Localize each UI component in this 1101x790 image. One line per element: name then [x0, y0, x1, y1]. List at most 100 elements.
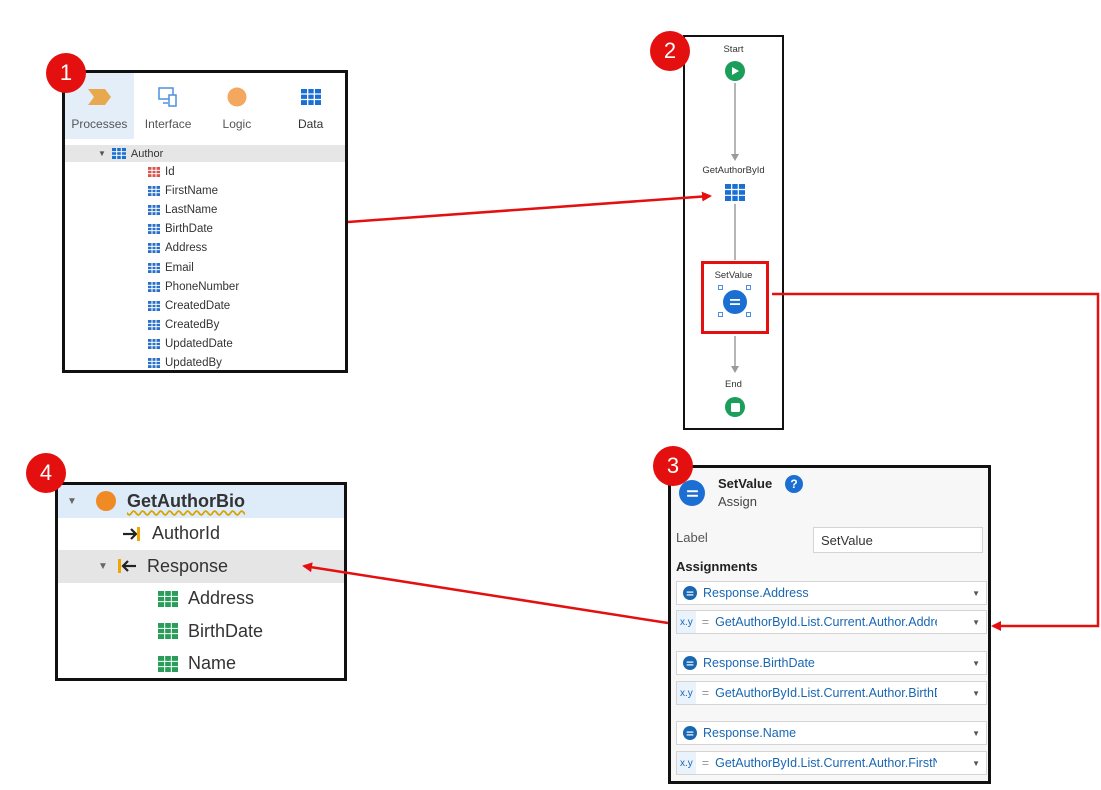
attribute-icon	[148, 281, 160, 292]
chevron-down-icon[interactable]: ▼	[972, 618, 980, 627]
attribute-item[interactable]: Address	[65, 239, 345, 258]
reference-attribute-icon	[148, 320, 160, 331]
flow-connector	[734, 336, 736, 366]
flow-connector	[734, 204, 736, 260]
data-tree-panel: Processes Interface Logic Data ▼ Author …	[62, 70, 348, 373]
assignment-variable-dropdown[interactable]: Response.Name ▼	[676, 721, 987, 745]
attribute-label: LastName	[165, 203, 218, 216]
tree-node-author[interactable]: ▼ Author	[65, 145, 345, 162]
assignment-variable: Response.Address	[703, 586, 809, 600]
output-parameter-icon	[118, 559, 136, 574]
attribute-item[interactable]: CreatedDate	[65, 296, 345, 315]
output-parameter[interactable]: ▼ Response	[58, 550, 344, 583]
collapse-arrow-icon[interactable]: ▼	[67, 495, 77, 507]
input-parameter-label: AuthorId	[152, 523, 221, 544]
attribute-icon	[148, 300, 160, 311]
action-node-getauthorbio[interactable]: ▼ GetAuthorBio	[58, 485, 344, 518]
tab-data[interactable]: Data	[276, 73, 345, 139]
label-caption: Label	[676, 530, 708, 545]
selection-handle[interactable]	[718, 312, 723, 317]
output-parameter-label: Response	[147, 555, 229, 576]
equals-sign: =	[701, 615, 710, 629]
attribute-item[interactable]: Email	[65, 258, 345, 277]
variable-icon	[683, 726, 697, 740]
selection-handle[interactable]	[746, 285, 751, 290]
identifier-attribute-icon	[148, 166, 160, 177]
collapse-arrow-icon[interactable]: ▼	[98, 560, 108, 572]
input-parameter[interactable]: AuthorId	[58, 518, 344, 551]
properties-header: SetValue ? Assign	[671, 468, 988, 518]
structure-field[interactable]: Address	[58, 583, 344, 616]
attribute-icon	[148, 204, 160, 215]
structure-attribute-icon	[158, 590, 178, 607]
chevron-down-icon[interactable]: ▼	[972, 659, 980, 668]
field-label: BirthDate	[188, 620, 264, 641]
attribute-item[interactable]: Id	[65, 162, 345, 181]
chevron-down-icon[interactable]: ▼	[972, 759, 980, 768]
selection-handle[interactable]	[718, 285, 723, 290]
attribute-icon	[148, 262, 160, 273]
attribute-icon	[148, 243, 160, 254]
attribute-label: UpdatedBy	[165, 357, 222, 370]
end-node[interactable]	[725, 397, 745, 417]
structure-field[interactable]: BirthDate	[58, 615, 344, 648]
attribute-icon	[148, 185, 160, 196]
attribute-item[interactable]: BirthDate	[65, 220, 345, 239]
aggregate-node[interactable]	[725, 184, 745, 201]
assignment-variable: Response.Name	[703, 726, 797, 740]
assignment-value-dropdown[interactable]: x.y=GetAuthorById.List.Current.Author.Ad…	[676, 610, 987, 634]
expression-icon: x.y	[677, 752, 696, 774]
step-badge-2: 2	[650, 31, 690, 71]
expand-arrow-icon[interactable]: ▼	[98, 149, 106, 158]
tab-data-label: Data	[297, 117, 324, 131]
help-icon[interactable]: ?	[785, 475, 803, 493]
flow-arrow-icon	[731, 154, 739, 161]
entity-icon	[111, 148, 126, 159]
action-name: GetAuthorBio	[127, 490, 245, 511]
attribute-item[interactable]: CreatedBy	[65, 316, 345, 335]
assignment-variable-dropdown[interactable]: Response.BirthDate▼	[676, 651, 987, 675]
expression-icon: x.y	[677, 611, 696, 633]
attribute-label: CreatedBy	[165, 319, 220, 332]
attribute-label: FirstName	[165, 184, 219, 197]
attribute-item[interactable]: FirstName	[65, 181, 345, 200]
structure-field[interactable]: Name	[58, 648, 344, 679]
equals-sign: =	[701, 686, 710, 700]
assignment-value: GetAuthorById.List.Current.Author.BirthD…	[715, 686, 938, 700]
structure-attribute-icon	[158, 623, 178, 640]
assign-node[interactable]	[723, 290, 747, 314]
tab-logic-label: Logic	[222, 117, 252, 131]
step-badge-4: 4	[26, 453, 66, 493]
logic-icon	[227, 87, 247, 107]
chevron-down-icon[interactable]: ▼	[972, 729, 980, 738]
variable-icon	[683, 586, 697, 600]
attribute-label: CreatedDate	[165, 299, 231, 312]
input-parameter-icon	[123, 526, 140, 541]
start-node[interactable]	[725, 61, 745, 81]
assignments-title: Assignments	[676, 559, 758, 574]
assignment-value-dropdown[interactable]: x.y=GetAuthorById.List.Current.Author.Fi…	[676, 751, 987, 775]
field-label: Name	[188, 653, 237, 674]
server-action-panel: ▼ GetAuthorBio AuthorId ▼ Response Addre…	[55, 482, 347, 681]
flow-arrow-icon	[731, 366, 739, 373]
tab-logic[interactable]: Logic	[203, 73, 272, 139]
chevron-down-icon[interactable]: ▼	[972, 589, 980, 598]
server-action-icon	[96, 491, 116, 512]
attribute-item[interactable]: UpdatedDate	[65, 335, 345, 354]
tab-interface[interactable]: Interface	[134, 73, 203, 139]
selection-handle[interactable]	[746, 312, 751, 317]
label-input[interactable]: SetValue	[813, 527, 983, 553]
attribute-item[interactable]: PhoneNumber	[65, 277, 345, 296]
field-label: Address	[188, 588, 255, 609]
assignment-value-dropdown[interactable]: x.y=GetAuthorById.List.Current.Author.Bi…	[676, 681, 987, 705]
aggregate-label: GetAuthorById	[702, 165, 765, 176]
assignment-variable-dropdown[interactable]: Response.Address ▼	[676, 581, 987, 605]
arrow-entity-to-aggregate	[347, 191, 712, 224]
attribute-label: PhoneNumber	[165, 280, 240, 293]
chevron-down-icon[interactable]: ▼	[972, 689, 980, 698]
attribute-item[interactable]: UpdatedBy	[65, 354, 345, 370]
end-label: End	[725, 379, 742, 390]
attribute-label: Address	[165, 242, 208, 255]
attribute-item[interactable]: LastName	[65, 200, 345, 219]
